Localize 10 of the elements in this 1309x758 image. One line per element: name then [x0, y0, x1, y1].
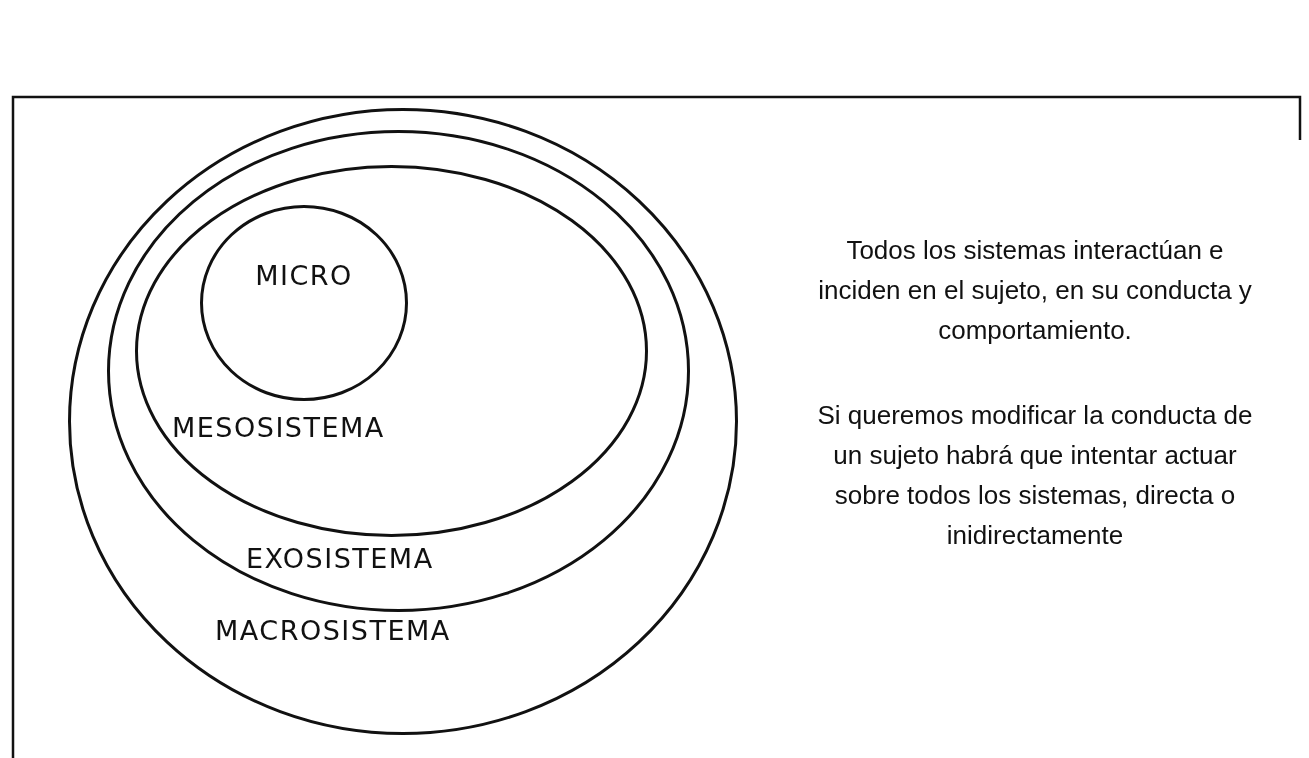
- system-label: MICRO: [255, 261, 353, 289]
- system-ellipse: [68, 108, 738, 735]
- system-label: EXOSISTEMA: [246, 544, 434, 572]
- system-ellipse: [107, 130, 690, 612]
- system-label: MACROSISTEMA: [215, 616, 451, 644]
- system-ellipse: [200, 205, 408, 401]
- note-text: Si queremos modificar la conducta de un sujeto habrá que intentar actuar sobre todos los sistemas, directa o inidirectamente: [816, 399, 1254, 552]
- system-ellipse: [135, 165, 648, 537]
- system-label: MESOSISTEMA: [172, 413, 385, 441]
- note-text: Todos los sistemas interactúan e inciden en el sujeto, en su conducta y comportamiento.: [817, 234, 1253, 347]
